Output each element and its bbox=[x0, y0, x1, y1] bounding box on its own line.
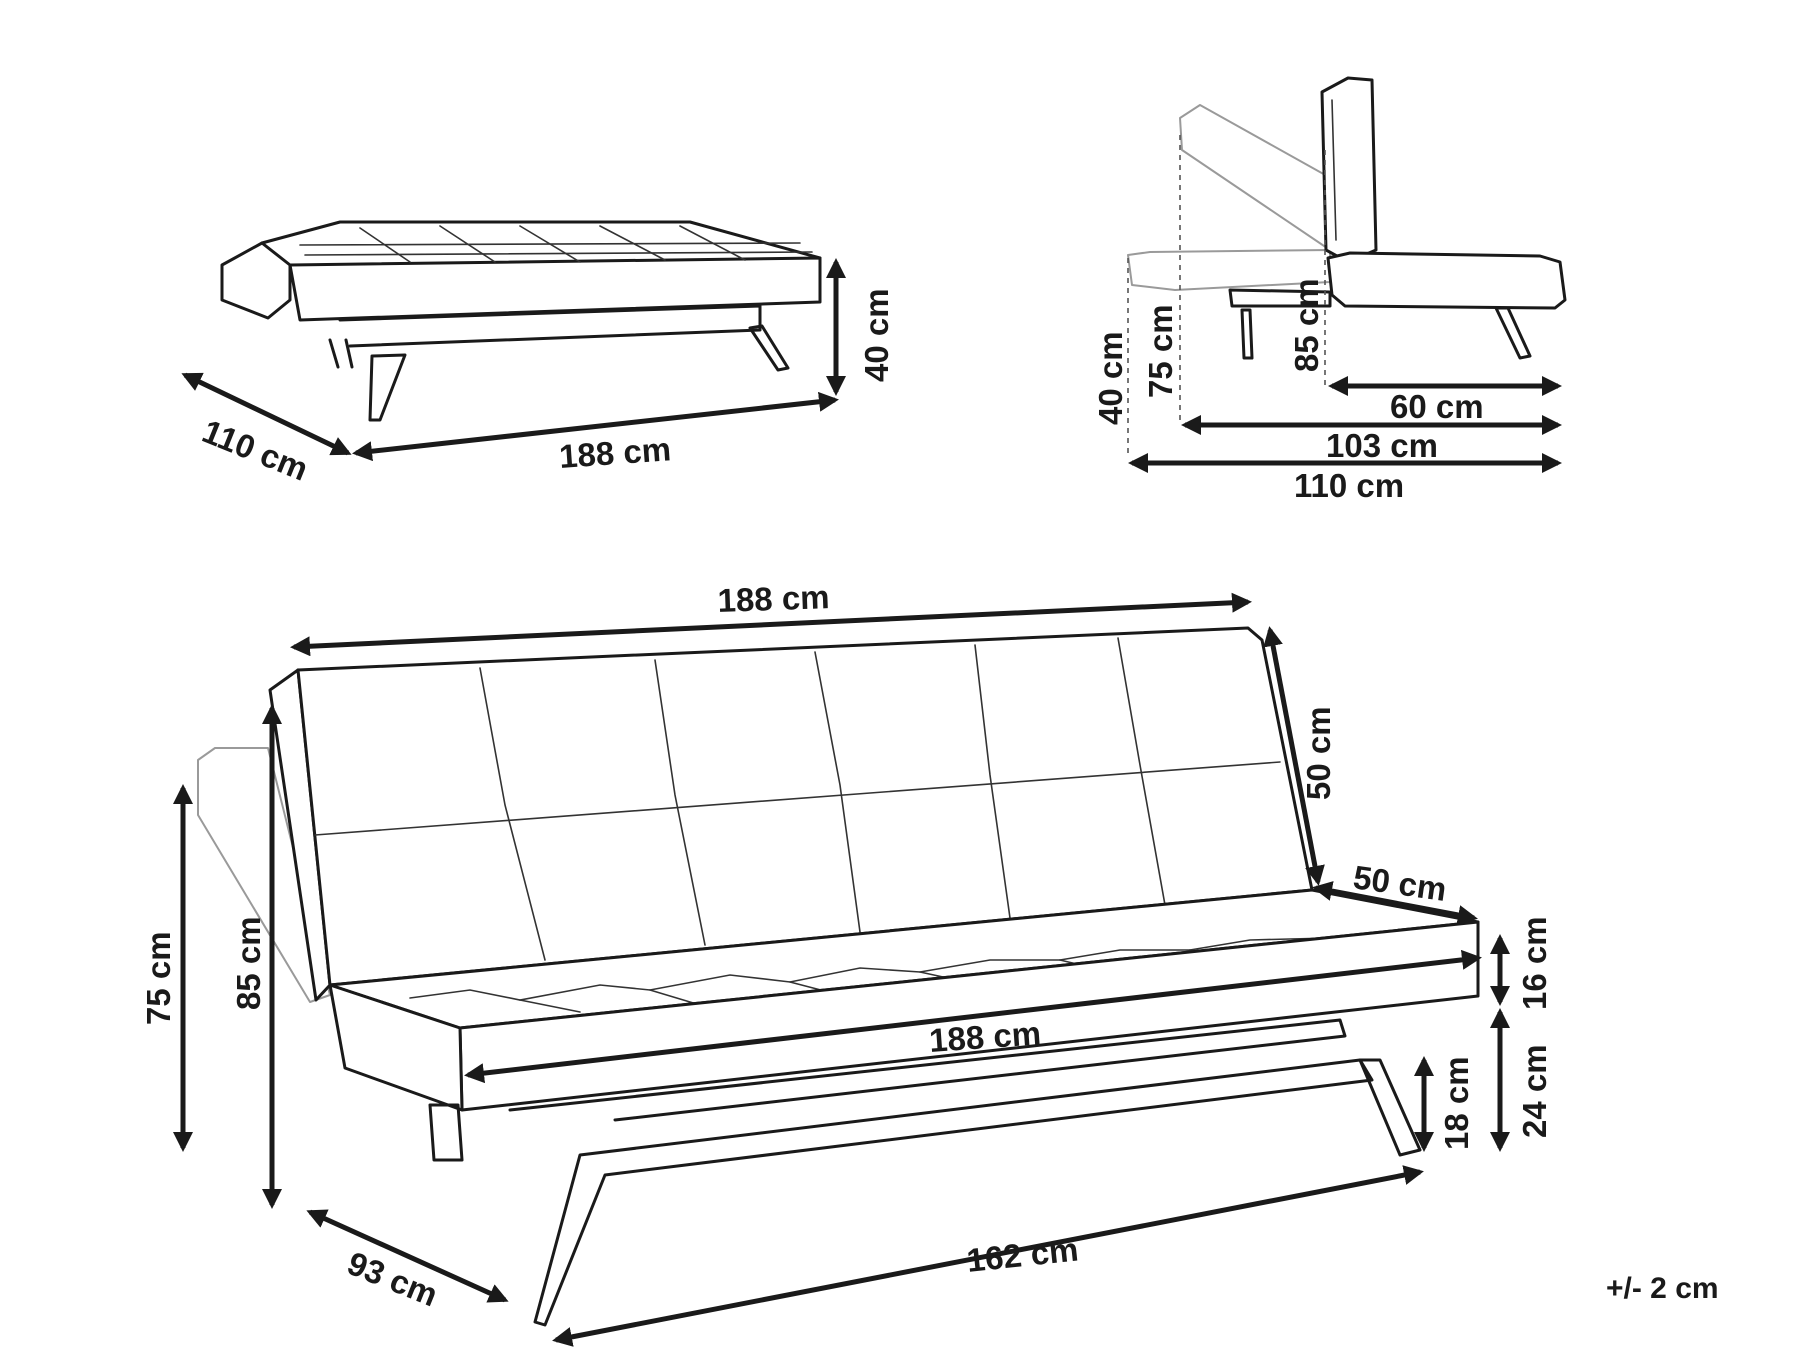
sofa-seat-depth-arrow bbox=[1312, 881, 1478, 925]
bed-depth-arrow bbox=[181, 372, 352, 456]
sofa-backrest-height-arrow bbox=[1263, 626, 1325, 886]
sofa-total-height-label: 85 cm bbox=[230, 916, 267, 1010]
sofa-seat-thickness-label: 16 cm bbox=[1516, 916, 1553, 1010]
sofa-leg-span-label: 162 cm bbox=[965, 1230, 1080, 1278]
sofa-depth-label: 93 cm bbox=[342, 1244, 443, 1313]
bed-height-label: 40 cm bbox=[858, 288, 895, 382]
sofa-seat-width-arrow bbox=[464, 949, 1482, 1084]
bed-width-arrow bbox=[352, 391, 839, 462]
side-seat-depth-label: 60 cm bbox=[1390, 388, 1484, 425]
sofa-depth-arrow bbox=[306, 1209, 509, 1303]
side-seat-height-label: 40 cm bbox=[1092, 331, 1129, 425]
side-bed-depth-label: 110 cm bbox=[1294, 467, 1404, 504]
sofa-seat-width-label: 188 cm bbox=[928, 1014, 1042, 1059]
sofa-seat-to-floor-label: 24 cm bbox=[1516, 1044, 1553, 1138]
sofa-backrest-height-label: 50 cm bbox=[1300, 706, 1337, 800]
sofa-top-width-arrow bbox=[290, 592, 1252, 657]
side-upright-height-label: 85 cm bbox=[1288, 278, 1325, 372]
bed-depth-label: 110 cm bbox=[197, 412, 313, 488]
side-reclined-depth-label: 103 cm bbox=[1326, 427, 1438, 464]
sofa-top-width-label: 188 cm bbox=[717, 578, 830, 619]
sofa-leg-height-label: 18 cm bbox=[1438, 1056, 1475, 1150]
sofa-view-drawing bbox=[197, 626, 1480, 1327]
side-view-dimensions: 40 cm 75 cm 85 cm 60 cm 103 cm 110 cm bbox=[1092, 278, 1562, 504]
tolerance-note: +/- 2 cm bbox=[1606, 1272, 1719, 1305]
bed-width-label: 188 cm bbox=[558, 430, 672, 475]
side-reclined-height-label: 75 cm bbox=[1142, 304, 1179, 398]
side-view-drawing bbox=[1127, 76, 1567, 455]
sofa-leg-span-arrow bbox=[552, 1165, 1424, 1347]
sofa-reclined-height-label: 75 cm bbox=[140, 931, 177, 1025]
bed-view-drawing bbox=[220, 220, 822, 422]
